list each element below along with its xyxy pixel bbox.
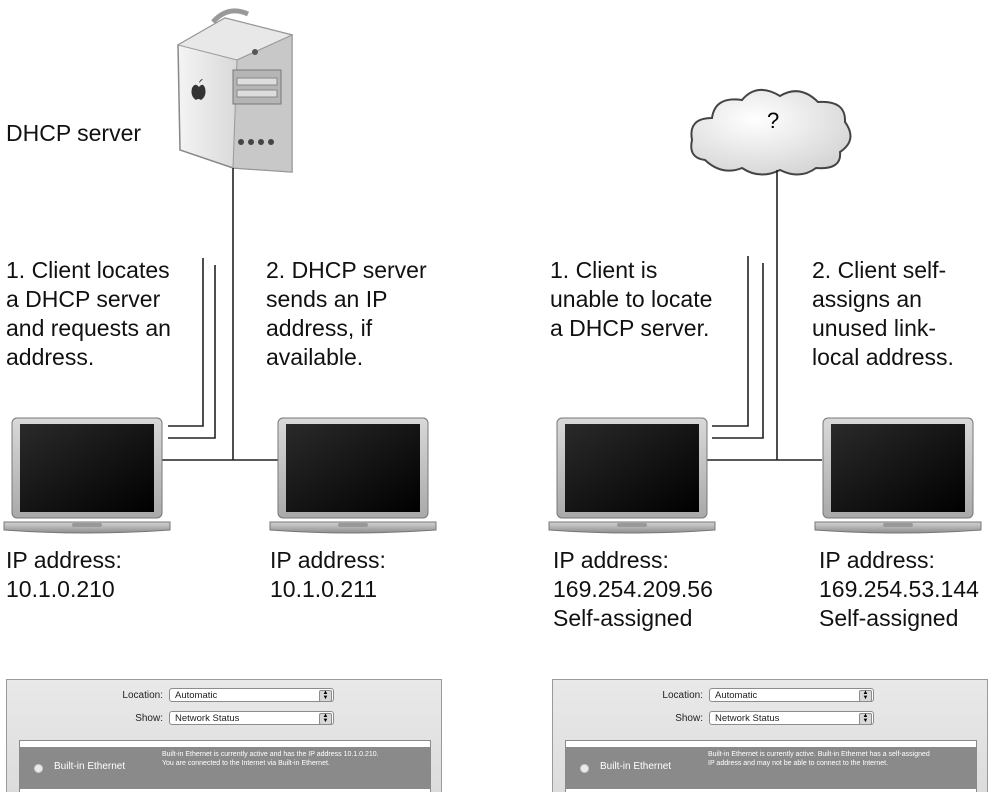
location-popup[interactable]: Automatic ▲▼: [709, 688, 874, 702]
left-client1-ip: IP address: 10.1.0.210: [6, 547, 122, 602]
status-dot-icon: [580, 764, 589, 773]
right-step2-text: 2. Client self- assigns an unused link- …: [812, 257, 954, 370]
left-client2-ip: IP address: 10.1.0.211: [270, 547, 386, 602]
show-label: Show:: [675, 712, 703, 724]
show-value: Network Status: [175, 713, 240, 724]
location-label: Location:: [122, 689, 163, 701]
right-client2-ip: IP address: 169.254.53.144 Self-assigned: [819, 547, 979, 631]
popup-arrows-icon: ▲▼: [859, 690, 872, 702]
location-value: Automatic: [715, 690, 758, 701]
laptop-icon: [269, 417, 437, 534]
laptop-icon: [3, 417, 171, 534]
popup-arrows-icon: ▲▼: [319, 713, 332, 725]
network-status-list: Built-in Ethernet Built-in Ethernet is c…: [19, 740, 431, 792]
list-item[interactable]: Built-in Ethernet Built-in Ethernet is c…: [566, 747, 976, 789]
popup-arrows-icon: ▲▼: [319, 690, 332, 702]
right-network-lines: [706, 170, 822, 461]
server-tower-icon: [176, 8, 294, 173]
cloud-question-mark: ?: [767, 108, 780, 133]
laptop-icon: [814, 417, 982, 534]
left-network-lines: [160, 168, 278, 461]
left-step2-text: 2. DHCP server sends an IP address, if a…: [266, 257, 427, 370]
left-step1-text: 1. Client locates a DHCP server and requ…: [6, 257, 171, 370]
network-status-list: Built-in Ethernet Built-in Ethernet is c…: [565, 740, 977, 792]
right-network-prefs-panel: Location: Automatic ▲▼ Show: Network Sta…: [552, 679, 988, 792]
status-dot-icon: [34, 764, 43, 773]
interface-status-text: Built-in Ethernet is currently active an…: [162, 751, 379, 767]
location-value: Automatic: [175, 690, 218, 701]
dhcp-server-label: DHCP server: [6, 120, 142, 146]
list-item[interactable]: Built-in Ethernet Built-in Ethernet is c…: [20, 747, 430, 789]
interface-status-text: Built-in Ethernet is currently active. B…: [708, 751, 930, 767]
laptop-icon: [548, 417, 716, 534]
show-label: Show:: [135, 712, 163, 724]
location-popup[interactable]: Automatic ▲▼: [169, 688, 334, 702]
show-popup[interactable]: Network Status ▲▼: [709, 711, 874, 725]
interface-name: Built-in Ethernet: [54, 761, 126, 772]
right-step1-text: 1. Client is unable to locate a DHCP ser…: [550, 257, 713, 341]
popup-arrows-icon: ▲▼: [859, 713, 872, 725]
left-network-prefs-panel: Location: Automatic ▲▼ Show: Network Sta…: [6, 679, 442, 792]
show-value: Network Status: [715, 713, 780, 724]
right-client1-ip: IP address: 169.254.209.56 Self-assigned: [553, 547, 713, 631]
location-label: Location:: [662, 689, 703, 701]
interface-name: Built-in Ethernet: [600, 761, 672, 772]
show-popup[interactable]: Network Status ▲▼: [169, 711, 334, 725]
